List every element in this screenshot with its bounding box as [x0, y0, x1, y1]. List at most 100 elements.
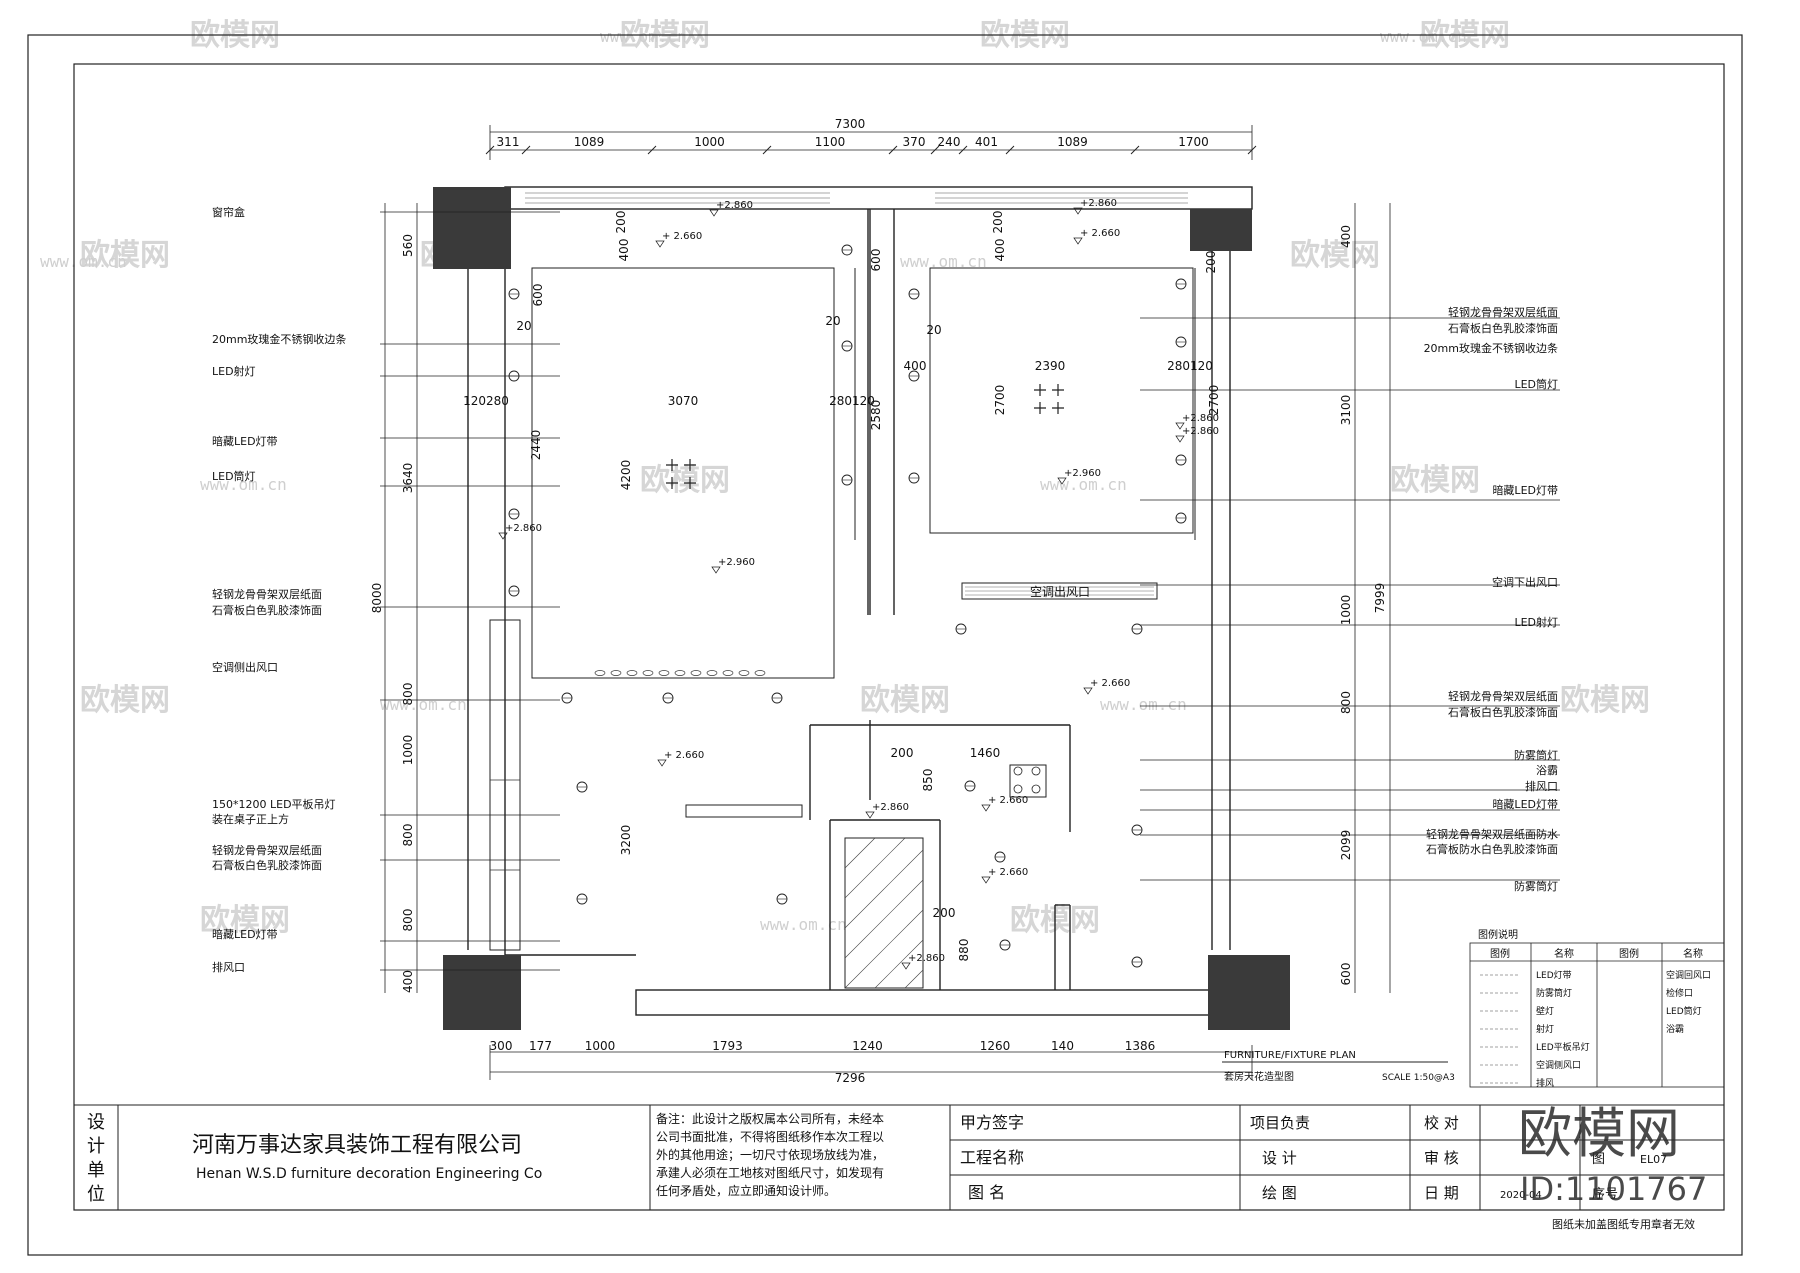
right-annotation: 20mm玫瑰金不锈钢收边条: [1424, 341, 1558, 355]
right-annotation: 暗藏LED灯带: [1492, 797, 1558, 811]
inner-dimension: 200: [1204, 251, 1218, 274]
right-annotation: 轻钢龙骨骨架双层纸面防水: [1426, 827, 1558, 841]
left-annotation: 空调侧出风口: [212, 660, 278, 674]
watermark-brand: 欧模网: [80, 238, 170, 273]
dim-top-segment: 1100: [815, 135, 846, 149]
watermark-url: www.om.cn: [40, 252, 127, 271]
bath-heater-lamp-icon: [1031, 784, 1041, 794]
legend-name: 射灯: [1536, 1023, 1554, 1035]
level-value: + 2.660: [988, 867, 1028, 878]
level-triangle: [981, 876, 991, 884]
seq-label: 序号: [1592, 1187, 1618, 1202]
level-triangle: [1083, 687, 1093, 695]
level-value: +2.960: [718, 557, 755, 568]
inner-dimension: 2700: [993, 385, 1007, 416]
left-annotation: 石膏板白色乳胶漆饰面: [212, 858, 322, 872]
bath-heater-lamp-icon: [1031, 766, 1041, 776]
dim-tick: [1247, 145, 1257, 155]
client-sign-label: 甲方签字: [960, 1113, 1024, 1132]
date-label: 日 期: [1424, 1184, 1459, 1202]
inner-dimension: 2700: [1207, 385, 1221, 416]
window-slats: [525, 192, 1188, 204]
led-downlight-icon: [666, 459, 678, 471]
dim-tick: [930, 145, 940, 155]
level-triangle: [901, 962, 911, 970]
inner-dimension: 1460: [970, 746, 1001, 760]
level-value: +2.960: [1064, 468, 1101, 479]
level-value: + 2.660: [1090, 678, 1130, 689]
level-triangle: [657, 759, 667, 767]
dim-top-segment: 1089: [1057, 135, 1088, 149]
dim-bottom-segment: 1000: [585, 1039, 616, 1053]
inner-dimension: 850: [921, 769, 935, 792]
level-value: +2.860: [716, 200, 753, 211]
left-annotation: 暗藏LED灯带: [212, 434, 278, 448]
dim-right-segment: 600: [1339, 963, 1353, 986]
dim-top-segment: 1000: [694, 135, 725, 149]
right-annotation: 暗藏LED灯带: [1492, 483, 1558, 497]
led-strip-mark: [658, 670, 670, 676]
dim-left-overall: 8000: [370, 583, 384, 614]
light-fixtures: [508, 244, 1187, 968]
note-line: 外的其他用途；一切尺寸依现场放线为准，: [656, 1147, 884, 1162]
inner-dimension: 280120: [1167, 359, 1213, 373]
dim-tick: [647, 145, 657, 155]
inner-dimension: 2440: [529, 430, 543, 461]
dim-bottom-segment: 1260: [980, 1039, 1011, 1053]
inner-dimension: 2580: [869, 400, 883, 431]
dim-tick: [521, 145, 531, 155]
level-value: + 2.660: [664, 750, 704, 761]
led-downlight-icon: [1034, 402, 1046, 414]
dim-left-segment: 800: [401, 824, 415, 847]
led-strip-mark: [610, 670, 622, 676]
level-triangle: [709, 209, 719, 217]
dim-bottom-segment: 140: [1051, 1039, 1074, 1053]
inner-dimension: 600: [869, 249, 883, 272]
legend-header: 名称: [1683, 947, 1703, 960]
led-strip-mark: [706, 670, 718, 676]
bath-heater-lamp-icon: [1013, 784, 1023, 794]
watermark-url: www.om.cn: [600, 27, 687, 46]
dim-top-segment: 311: [497, 135, 520, 149]
legend-name: 检修口: [1666, 987, 1693, 999]
outer-frame: [27, 34, 1743, 1256]
dim-tick: [888, 145, 898, 155]
dim-left-segment: 800: [401, 683, 415, 706]
led-strip-mark: [690, 670, 702, 676]
dim-bottom-segment: 1793: [712, 1039, 743, 1053]
level-triangle: [981, 804, 991, 812]
right-annotation: 防雾筒灯: [1514, 879, 1558, 893]
inner-dimension: 880: [957, 939, 971, 962]
ac-outlet-box: [961, 582, 1158, 600]
left-annotation: 20mm玫瑰金不锈钢收边条: [212, 332, 346, 346]
inner-dimension: 200: [991, 211, 1005, 234]
dim-top-segment: 1089: [574, 135, 605, 149]
led-strip-mark: [754, 670, 766, 676]
right-dimension-chain: [1354, 203, 1391, 993]
note-line: 备注：此设计之版权属本公司所有，未经本: [656, 1111, 884, 1126]
dim-tick: [1130, 145, 1140, 155]
dim-bottom-segment: 1386: [1125, 1039, 1156, 1053]
design-unit-char: 位: [87, 1184, 105, 1205]
date-value: 2020-04: [1500, 1190, 1542, 1201]
dim-tick: [1005, 145, 1015, 155]
legend-name: 浴霸: [1666, 1024, 1684, 1035]
watermark-url: www.om.cn: [760, 915, 847, 934]
legend-title: 图例说明: [1478, 928, 1518, 941]
right-annotation: LED筒灯: [1514, 377, 1558, 391]
left-annotation: 暗藏LED灯带: [212, 927, 278, 941]
review-label: 审 核: [1424, 1149, 1459, 1167]
dim-top-overall: 7300: [835, 117, 866, 131]
inner-frame: [73, 63, 1725, 1211]
dim-right-segment: 800: [1339, 691, 1353, 714]
bottom-dimension-chain: [489, 1045, 1253, 1080]
plan-title-en: FURNITURE/FIXTURE PLAN: [1224, 1050, 1356, 1061]
legend-header: 图例: [1619, 947, 1639, 960]
left-annotations: 窗帘盒20mm玫瑰金不锈钢收边条LED射灯暗藏LED灯带LED筒灯轻钢龙骨骨架双…: [212, 205, 346, 974]
led-strip-mark: [626, 670, 638, 676]
dim-left-segment: 3640: [401, 463, 415, 494]
design-unit-char: 单: [87, 1160, 105, 1181]
watermark-url: www.om.cn: [380, 695, 467, 714]
